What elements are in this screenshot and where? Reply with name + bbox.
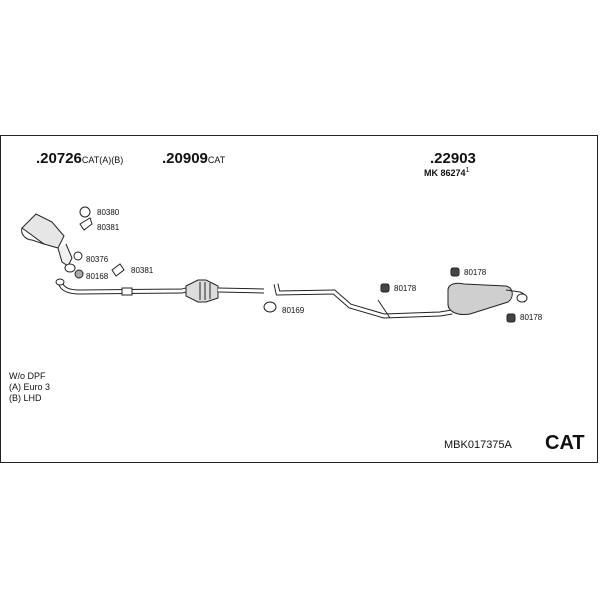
center-catalytic-converter[interactable]	[185, 279, 265, 303]
callout-80168: 80168	[86, 272, 109, 281]
hanger-80178b[interactable]	[450, 267, 460, 277]
hanger-80178a[interactable]	[380, 283, 390, 293]
clamp-80380[interactable]	[79, 206, 91, 218]
callout-80376: 80376	[86, 255, 109, 264]
callout-80169: 80169	[282, 306, 305, 315]
part-heading-22903: .22903	[430, 151, 476, 167]
part-heading-20726: .20726CAT(A)(B)	[36, 151, 123, 167]
gasket-80381b[interactable]	[111, 263, 125, 277]
part-number: .20726	[36, 150, 82, 167]
kit-code: MBK017375A	[444, 439, 512, 451]
gasket-80381a[interactable]	[79, 217, 93, 231]
callout-80178-a: 80178	[394, 284, 417, 293]
cat-badge: CAT	[545, 432, 585, 454]
rear-silencer-assembly[interactable]	[273, 282, 528, 319]
part-suffix: CAT(A)(B)	[81, 155, 124, 165]
hanger-80178c[interactable]	[506, 313, 516, 323]
part-number: .20909	[162, 150, 208, 167]
gasket-80168[interactable]	[74, 269, 84, 279]
callout-80380: 80380	[97, 208, 120, 217]
callout-80381-b: 80381	[131, 266, 154, 275]
part-number: .22903	[430, 150, 476, 167]
mk-number: MK 86274	[424, 168, 466, 178]
callout-80178-b: 80178	[464, 268, 487, 277]
part-subheading-mk: MK 862741	[424, 167, 469, 178]
clamp-80376[interactable]	[73, 251, 83, 261]
front-pipe[interactable]	[55, 278, 187, 296]
callout-80381: 80381	[97, 223, 120, 232]
part-heading-20909: .20909CAT	[162, 151, 225, 167]
callout-80178-c: 80178	[520, 313, 543, 322]
front-catalytic-converter[interactable]	[21, 213, 76, 273]
note-line-3: (B) LHD	[9, 393, 42, 403]
mk-mark: 1	[465, 167, 470, 174]
part-suffix: CAT	[207, 155, 226, 165]
diagram-frame	[0, 135, 598, 463]
note-line-1: W/o DPF	[9, 371, 46, 381]
clamp-80169[interactable]	[263, 301, 277, 313]
note-line-2: (A) Euro 3	[9, 382, 51, 392]
